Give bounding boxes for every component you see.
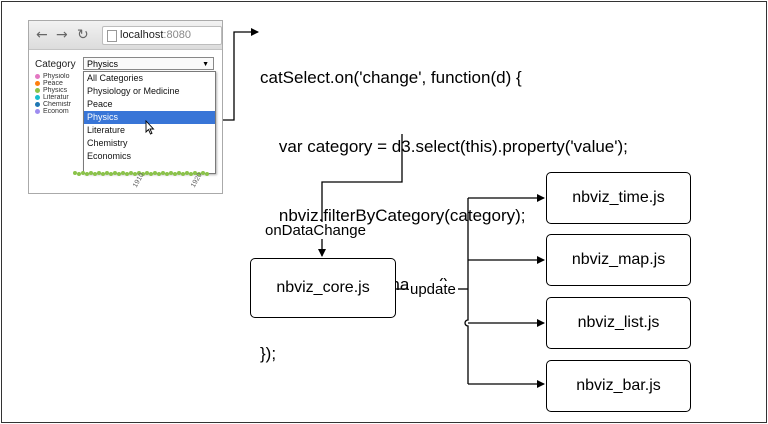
reload-icon[interactable]: ↻ [77,27,89,43]
legend-item: Chemistr [35,101,89,108]
dropdown-option[interactable]: Physiology or Medicine [87,86,180,96]
list-node: nbviz_list.js [546,297,691,349]
legend-dot-icon [35,102,40,107]
code-line: }); [260,344,277,363]
timeline-dot [149,172,153,176]
timeline-dot [193,171,197,175]
branch-trunk [464,198,469,384]
mouse-cursor-icon [145,119,155,140]
timeline-dot [177,171,181,175]
dropdown-option[interactable]: Literature [87,125,126,135]
category-select-value: Physics [87,59,119,69]
forward-arrow-icon[interactable]: → [56,27,68,43]
dropdown-option[interactable]: Peace [87,99,113,109]
timeline-dot [181,172,185,176]
core-node: nbviz_core.js [250,258,396,318]
timeline-dot [101,172,105,176]
timeline-dot [125,172,129,176]
legend-item: Literatur [35,94,89,101]
map-node: nbviz_map.js [546,234,691,286]
timeline-dot [93,172,97,176]
legend-dot-icon [35,109,40,114]
timeline-dot [141,172,145,176]
timeline-dot [189,172,193,176]
legend-dot-icon [35,81,40,86]
timeline-dot [197,172,201,176]
page-icon [107,30,117,42]
timeline-dot [145,171,149,175]
category-select[interactable]: Physics ▼ [83,57,214,70]
on-data-change-label: onDataChange [265,222,366,239]
code-line: nbviz.filterByCategory(category); [260,206,526,225]
legend-item: Peace [35,80,89,87]
legend-dot-icon [35,88,40,93]
dropdown-arrow-icon: ▼ [202,61,209,68]
timeline-dot [109,172,113,176]
legend-item: Physics [35,87,89,94]
timeline-dot [73,171,77,175]
time-node: nbviz_time.js [546,172,691,224]
timeline-dot [85,172,89,176]
timeline-dot [205,172,209,176]
timeline-dot [77,172,81,176]
timeline-dots [73,171,213,176]
code-to-core-arrow [318,134,403,257]
legend-label: Econom [43,108,69,115]
update-label: update [409,281,457,298]
timeline-dot [161,171,165,175]
timeline-dot [165,172,169,176]
bar-node: nbviz_bar.js [546,360,691,412]
legend-label: Peace [43,80,63,87]
legend-label: Chemistr [43,101,72,108]
timeline-dot [129,171,133,175]
back-arrow-icon[interactable]: ← [36,27,48,43]
timeline-dot [153,171,157,175]
legend-label: Physiolo [43,73,70,80]
dropdown-option[interactable]: Physics [84,111,215,124]
legend-item: Econom [35,108,89,115]
legend-item: Physiolo [35,73,89,80]
timeline-dot [185,171,189,175]
legend-dot-icon [35,74,40,79]
code-line: catSelect.on('change', function(d) { [260,68,522,87]
timeline-dot [121,171,125,175]
code-line: var category = d3.select(this).property(… [260,137,628,156]
timeline-dot [169,171,173,175]
dropdown-option[interactable]: Chemistry [87,138,128,148]
timeline-dot [81,171,85,175]
timeline-dot [133,172,137,176]
timeline-dot [117,172,121,176]
timeline-dot [105,171,109,175]
timeline-dot [173,172,177,176]
timeline-dot [201,171,205,175]
url-port: :8080 [163,29,191,41]
timeline-dot [97,171,101,175]
category-label: Category [35,59,76,70]
browser-toolbar: ← → ↻ localhost:8080 [29,21,222,50]
legend-label: Literatur [43,94,69,101]
timeline-dot [89,171,93,175]
legend-dot-icon [35,95,40,100]
timeline-dot [113,171,117,175]
timeline-dot [137,171,141,175]
timeline-dot [157,172,161,176]
url-host: localhost [120,29,164,41]
dropdown-option[interactable]: All Categories [87,73,144,83]
legend-label: Physics [43,87,68,94]
dropdown-option[interactable]: Economics [87,151,132,161]
browser-screenshot: ← → ↻ localhost:8080 Category Physics ▼ … [28,20,223,194]
address-bar[interactable]: localhost:8080 [102,26,222,45]
